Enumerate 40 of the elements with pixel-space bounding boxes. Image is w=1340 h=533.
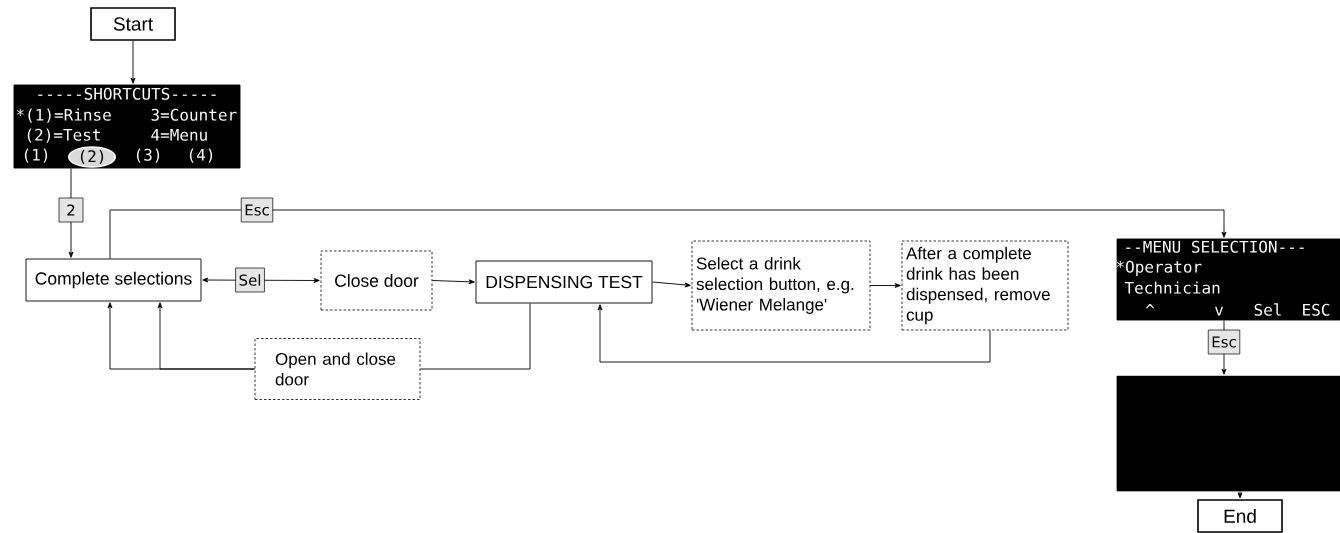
screen-text: ESC: [1303, 303, 1330, 316]
screen-text: (2)=Test: [27, 128, 100, 143]
screen-text: Sel: [1254, 303, 1281, 316]
arrow: [1237, 491, 1243, 499]
screen-text: (4): [189, 148, 213, 163]
screen-text: --MENU SELECTION---: [1126, 240, 1304, 253]
arrow: [431, 279, 475, 285]
screen-text: -----SHORTCUTS-----: [38, 87, 216, 100]
arrow: [652, 281, 691, 288]
arrow: [202, 277, 320, 283]
dashed-box: Open and close door: [254, 338, 421, 400]
arrow: [157, 302, 256, 370]
screen-text: *Operator: [1116, 260, 1202, 276]
screen-text: 4=Menu: [151, 128, 207, 141]
display-screen: [1116, 375, 1340, 492]
terminal-box: End: [1197, 499, 1283, 533]
arrow: [109, 209, 1227, 259]
screen-text: (1): [24, 148, 48, 163]
key-label: Sel: [235, 267, 265, 293]
process-box: DISPENSING TEST: [475, 260, 653, 304]
dashed-box: After a complete drink has been dispensed, remove cup: [901, 240, 1069, 331]
key-label: Esc: [1207, 329, 1241, 355]
screen-text: Technician: [1124, 281, 1220, 294]
screen-text: 3=Counter: [151, 108, 237, 121]
process-box: Complete selections: [25, 258, 202, 302]
key-label: Esc: [240, 197, 274, 223]
screen-text: ^: [1145, 303, 1155, 309]
dashed-box: Close door: [320, 250, 433, 311]
connector-line: [419, 303, 531, 370]
arrow: [130, 40, 136, 84]
arrow: [597, 304, 991, 363]
screen-text: (3): [136, 148, 160, 163]
dashed-box: Select a drink selection button, e.g. 'Wiener Melange': [691, 240, 871, 331]
selected-option: (2): [68, 146, 116, 168]
terminal-box: Start: [90, 7, 176, 41]
screen-text: v: [1215, 306, 1224, 316]
key-label: 2: [58, 197, 84, 223]
arrow: [869, 283, 901, 288]
screen-text: *(1)=Rinse: [16, 108, 111, 123]
arrow: [68, 168, 74, 258]
